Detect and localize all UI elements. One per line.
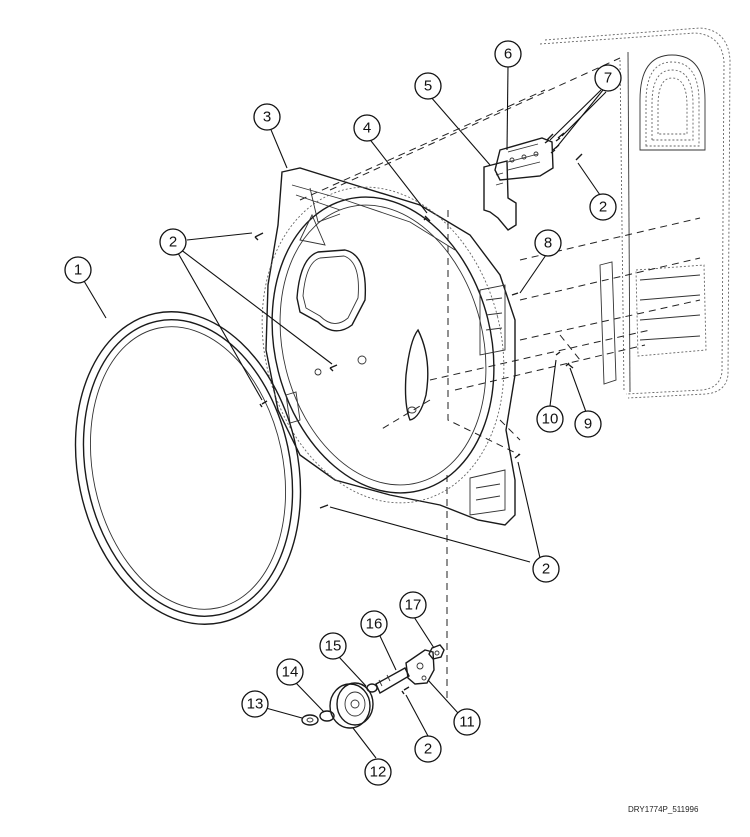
assembly-lines — [299, 57, 701, 700]
callout-2c: 2 — [532, 555, 560, 583]
washer — [319, 710, 335, 722]
callout-4: 4 — [353, 114, 381, 142]
drawing-reference-code: DRY1774P_511996 — [628, 805, 699, 814]
screw — [544, 133, 554, 144]
screw — [254, 232, 264, 241]
screw — [575, 153, 583, 161]
callout-17: 17 — [399, 591, 427, 619]
svg-text:2: 2 — [424, 741, 432, 758]
callout-2b: 2 — [589, 193, 617, 221]
screw — [565, 362, 574, 369]
svg-text:3: 3 — [263, 109, 271, 126]
callout-1: 1 — [64, 256, 92, 284]
callout-11: 11 — [453, 708, 481, 736]
callout-5: 5 — [414, 72, 442, 100]
svg-text:2: 2 — [169, 234, 177, 251]
door-seal-gasket — [74, 311, 302, 625]
svg-text:14: 14 — [282, 664, 299, 681]
svg-text:6: 6 — [504, 46, 512, 63]
screw — [401, 686, 410, 695]
roller-wheel — [329, 682, 374, 729]
terminal-block — [494, 137, 554, 181]
callout-13: 13 — [241, 690, 269, 718]
callout-15: 15 — [319, 632, 347, 660]
svg-text:9: 9 — [584, 416, 592, 433]
callout-12: 12 — [364, 758, 392, 786]
roller-assembly — [301, 644, 445, 729]
washer — [301, 714, 319, 726]
screw — [511, 292, 519, 296]
cabinet-vent-grille — [639, 54, 706, 151]
screw — [329, 364, 338, 372]
callout-2a: 2 — [159, 228, 187, 256]
leader-lines — [83, 65, 607, 759]
callout-10: 10 — [536, 405, 564, 433]
svg-text:13: 13 — [247, 696, 264, 713]
svg-text:17: 17 — [405, 597, 422, 614]
svg-text:15: 15 — [325, 638, 342, 655]
screw — [423, 215, 431, 222]
callout-14: 14 — [276, 658, 304, 686]
nut — [428, 644, 445, 660]
callout-16: 16 — [360, 610, 388, 638]
dryer-cabinet — [539, 27, 731, 399]
callout-3: 3 — [253, 103, 281, 131]
svg-text:2: 2 — [599, 199, 607, 216]
screw — [555, 132, 565, 142]
roller-shaft — [375, 667, 410, 694]
svg-text:10: 10 — [542, 411, 559, 428]
callout-7: 7 — [594, 64, 622, 92]
cabinet-rear-bracket — [599, 261, 707, 385]
svg-text:16: 16 — [366, 616, 383, 633]
screw — [514, 453, 521, 459]
callouts: 1 2 2 2 2 3 4 5 6 7 8 9 10 11 12 13 14 1… — [64, 40, 622, 786]
roller-bracket — [405, 649, 435, 685]
screw — [555, 351, 561, 356]
callout-8: 8 — [534, 229, 562, 257]
svg-text:11: 11 — [459, 714, 475, 731]
svg-text:8: 8 — [544, 235, 552, 252]
svg-text:1: 1 — [74, 262, 82, 279]
screw — [319, 504, 329, 509]
screws — [254, 132, 583, 695]
svg-text:2: 2 — [542, 561, 550, 578]
callout-2d: 2 — [414, 735, 442, 763]
svg-text:7: 7 — [604, 70, 612, 87]
washer — [366, 683, 378, 693]
svg-text:12: 12 — [370, 764, 387, 781]
bracket — [483, 160, 517, 231]
svg-text:5: 5 — [424, 78, 432, 95]
callout-9: 9 — [574, 410, 602, 438]
callout-6: 6 — [494, 40, 522, 68]
screw — [259, 400, 268, 408]
svg-text:4: 4 — [363, 120, 371, 137]
front-bulkhead — [261, 167, 516, 526]
